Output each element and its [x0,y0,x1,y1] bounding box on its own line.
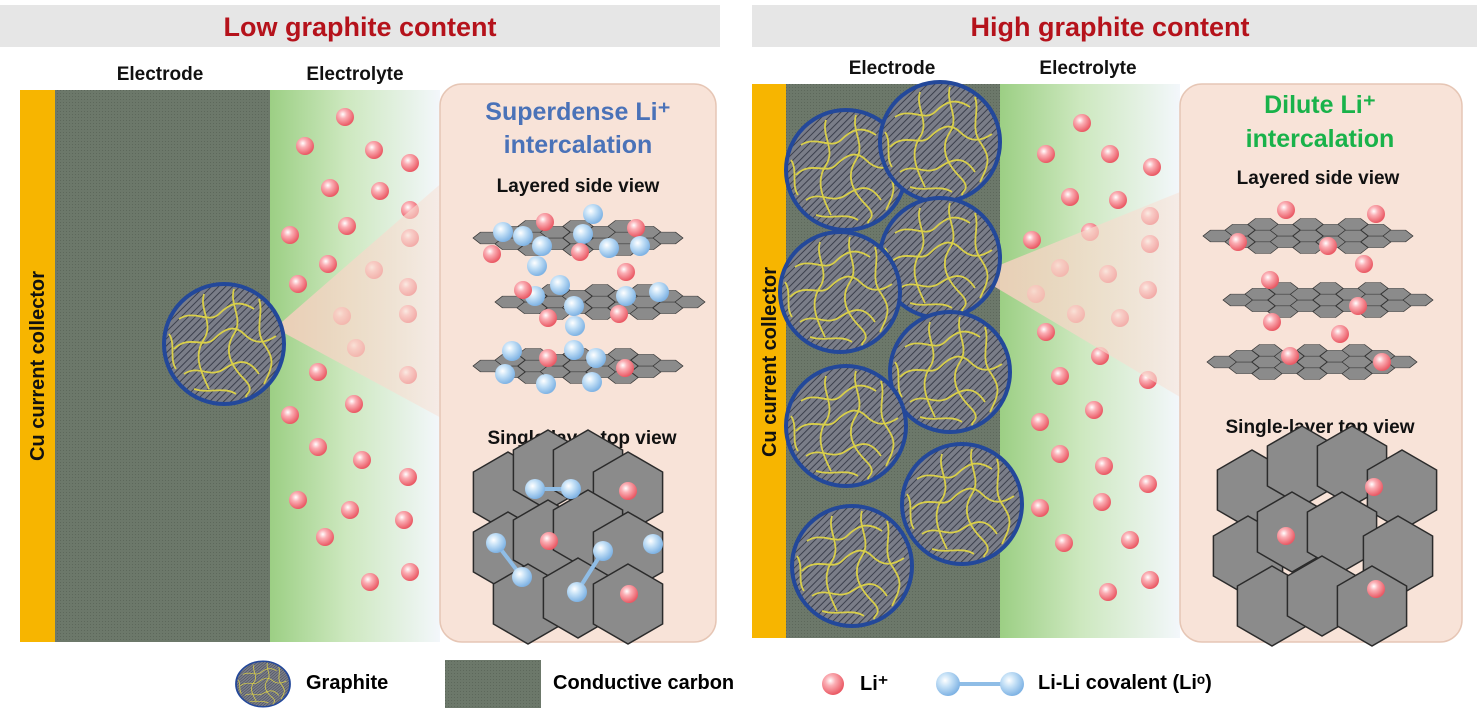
high-top-view-label: Single-layer top view [1226,417,1415,438]
low-collector-label: Cu current collector [27,271,49,461]
low-cu-current-collector [20,90,55,642]
high-panel-header [752,5,1477,47]
low-mode-title-line1: Superdense Li⁺ [485,98,670,126]
low-electrolyte-label: Electrolyte [306,64,403,85]
high-mode-title-line2: intercalation [1246,125,1395,153]
high-electrode-label: Electrode [849,58,936,79]
low-electrode-label: Electrode [117,64,204,85]
high-single-layer-top-view [1212,425,1438,647]
high-electrolyte-label: Electrolyte [1039,58,1136,79]
legend-conductive-carbon-label: Conductive carbon [553,672,735,694]
legend-graphite-label: Graphite [306,672,389,694]
legend-li-li-label: Li-Li covalent (Liᵒ) [1038,672,1212,694]
conductive-carbon-icon [445,659,541,708]
low-graphite-panel: Low graphite content Electrode Electroly… [0,5,720,645]
high-side-view-label: Layered side view [1237,168,1400,189]
low-panel-title: Low graphite content [224,12,497,42]
legend: Graphite Conductive carbon Li⁺ Li-Li cov… [0,650,1477,717]
legend-li-ion-label: Li⁺ [860,673,889,695]
low-single-layer-top-view [472,429,664,645]
high-cu-current-collector [752,84,786,638]
graphite-legend-icon [235,659,291,708]
low-mode-title-line2: intercalation [504,131,653,159]
high-panel-title: High graphite content [971,12,1250,42]
legend-li-li-covalent: Li-Li covalent (Liᵒ) [934,650,1212,717]
high-mode-title-line1: Dilute Li⁺ [1264,91,1376,119]
low-panel-header [0,5,720,47]
legend-conductive-carbon: Conductive carbon [445,650,734,717]
li-ion-icon [822,672,844,695]
high-graphite-panel: High graphite content Electrode Electrol… [752,5,1477,647]
high-callout-beam [975,190,1185,400]
legend-li-ion: Li⁺ [818,650,888,717]
graphite-particle-icon [162,282,286,406]
low-callout-beam [275,180,445,420]
low-layered-side-view [472,204,706,394]
li-li-bond-icon [936,671,1024,696]
high-collector-label: Cu current collector [759,267,781,457]
low-side-view-label: Layered side view [497,176,660,197]
legend-graphite: Graphite [230,650,388,717]
